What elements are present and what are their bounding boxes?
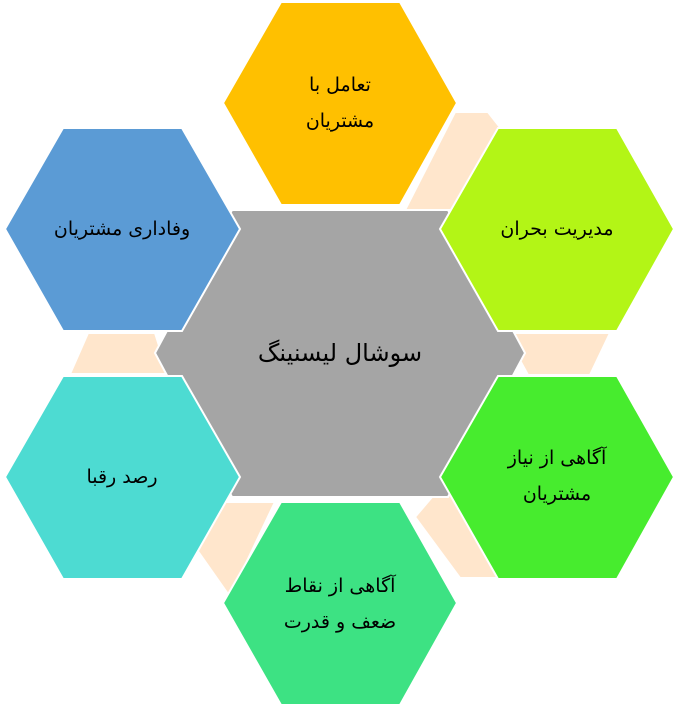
hexagon-top-right <box>438 127 676 332</box>
hexagon-top-left <box>3 127 242 332</box>
hexagon-bottom-left <box>3 375 242 580</box>
center-hexagon <box>153 209 527 498</box>
hexagon-top <box>221 0 459 206</box>
connector-left <box>68 332 170 375</box>
hexagon-bottom <box>221 501 459 706</box>
hexagon-bottom-right <box>438 375 676 580</box>
